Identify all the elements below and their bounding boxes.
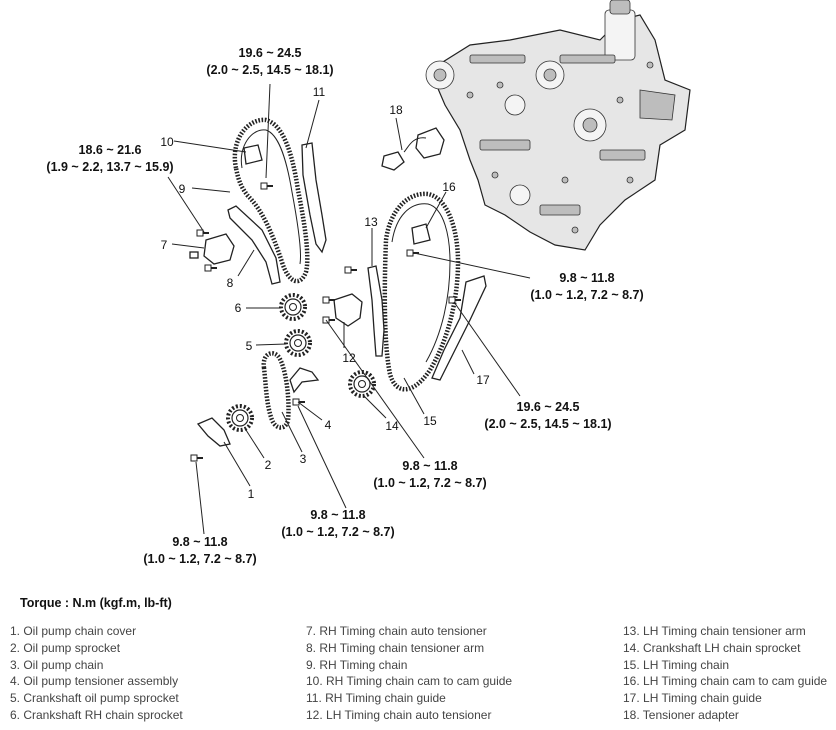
callout-2: 2 xyxy=(265,458,272,472)
legend-item: 12. LH Timing chain auto tensioner xyxy=(306,707,492,722)
legend-item: 10. RH Timing chain cam to cam guide xyxy=(306,674,513,689)
callout-10: 10 xyxy=(160,135,174,149)
rh-tensioner-pin xyxy=(189,251,199,259)
legend-item: 6. Crankshaft RH chain sprocket xyxy=(10,707,183,722)
legend-column-1: 1. Oil pump chain cover 2. Oil pump spro… xyxy=(10,623,183,724)
leader-lines xyxy=(167,83,531,535)
legend-item: 18. Tensioner adapter xyxy=(623,707,739,722)
lh-guide-bolt xyxy=(448,296,462,304)
legend-column-2: 7. RH Timing chain auto tensioner 8. RH … xyxy=(306,623,512,724)
lh-timing-chain-tensioner-arm xyxy=(367,265,385,357)
torque-lh-tensioner-arm-units: (2.0 ~ 2.5, 14.5 ~ 18.1) xyxy=(484,417,611,431)
legend-item: 17. LH Timing chain guide xyxy=(623,691,762,706)
torque-lh-guide-value: 9.8 ~ 11.8 xyxy=(559,271,614,285)
legend-item: 14. Crankshaft LH chain sprocket xyxy=(623,640,801,655)
rh-cam-to-cam-guide xyxy=(243,144,263,165)
legend-item: 2. Oil pump sprocket xyxy=(10,640,121,655)
torque-oil-pump-cover-value: 9.8 ~ 11.8 xyxy=(172,535,227,549)
oil-pump-cover-bolt xyxy=(190,454,204,462)
callout-5: 5 xyxy=(246,339,253,353)
lh-arm-bolt xyxy=(344,266,358,274)
lh-cam-to-cam-guide xyxy=(411,223,431,245)
callout-16: 16 xyxy=(442,180,456,194)
callout-6: 6 xyxy=(235,301,242,315)
oil-pump-sprocket xyxy=(226,404,254,432)
lh-auto-tensioner-bolt-lower xyxy=(322,316,336,324)
oil-pump-tensioner-assembly xyxy=(289,367,320,394)
torque-oil-pump-cover-units: (1.0 ~ 1.2, 7.2 ~ 8.7) xyxy=(143,552,256,566)
callout-1: 1 xyxy=(248,487,255,501)
oil-pump-tensioner-bolt xyxy=(292,398,306,406)
exploded-timing-diagram: 19.6 ~ 24.5 (2.0 ~ 2.5, 14.5 ~ 18.1) 18.… xyxy=(46,0,691,566)
crankshaft-rh-chain-sprocket xyxy=(279,293,307,321)
rh-timing-chain xyxy=(232,117,310,284)
torque-lh-auto-tensioner-value: 9.8 ~ 11.8 xyxy=(402,459,457,473)
torque-rh-top-units: (2.0 ~ 2.5, 14.5 ~ 18.1) xyxy=(206,63,333,77)
torque-oil-pump-tensioner-units: (1.0 ~ 1.2, 7.2 ~ 8.7) xyxy=(281,525,394,539)
legend-item: 5. Crankshaft oil pump sprocket xyxy=(10,691,179,706)
legend-item: 8. RH Timing chain tensioner arm xyxy=(306,640,485,655)
torque-rh-tensioner-units: (1.9 ~ 2.2, 13.7 ~ 15.9) xyxy=(46,160,173,174)
torque-rh-tensioner-value: 18.6 ~ 21.6 xyxy=(79,143,142,157)
callout-7: 7 xyxy=(161,238,168,252)
torque-lh-guide-units: (1.0 ~ 1.2, 7.2 ~ 8.7) xyxy=(530,288,643,302)
callout-17: 17 xyxy=(476,373,490,387)
legend-item: 1. Oil pump chain cover xyxy=(10,624,137,638)
callout-12: 12 xyxy=(342,351,356,365)
oil-pump-chain xyxy=(261,351,291,430)
legend-item: 3. Oil pump chain xyxy=(10,657,104,672)
callout-8: 8 xyxy=(227,276,234,290)
torque-rh-top-value: 19.6 ~ 24.5 xyxy=(239,46,302,60)
callout-4: 4 xyxy=(325,418,332,432)
lh-timing-chain-guide xyxy=(431,275,487,381)
torque-lh-auto-tensioner-units: (1.0 ~ 1.2, 7.2 ~ 8.7) xyxy=(373,476,486,490)
legend-item: 15. LH Timing chain xyxy=(623,657,730,672)
torque-lh-tensioner-arm-value: 19.6 ~ 24.5 xyxy=(517,400,580,414)
legend-item: 4. Oil pump tensioner assembly xyxy=(10,674,179,689)
rh-timing-chain-guide xyxy=(301,142,327,254)
oil-pump-chain-cover xyxy=(196,417,231,447)
rh-cam-guide-bolt xyxy=(260,182,274,190)
engine-block-illustration xyxy=(425,0,691,251)
legend-item: 7. RH Timing chain auto tensioner xyxy=(306,624,487,638)
legend-item: 16. LH Timing chain cam to cam guide xyxy=(623,674,828,689)
callout-18: 18 xyxy=(389,103,403,117)
lh-auto-tensioner-bolt xyxy=(322,296,336,304)
crankshaft-lh-chain-sprocket xyxy=(348,370,376,398)
callout-9: 9 xyxy=(179,182,186,196)
tensioner-adapter xyxy=(381,127,445,171)
legend-item: 11. RH Timing chain guide xyxy=(306,691,446,706)
rh-auto-tensioner xyxy=(203,233,235,265)
rh-timing-chain-tensioner-arm xyxy=(227,205,281,285)
torque-oil-pump-tensioner-value: 9.8 ~ 11.8 xyxy=(310,508,365,522)
crankshaft-oil-pump-sprocket xyxy=(284,329,312,357)
legend-column-3: 13. LH Timing chain tensioner arm 14. Cr… xyxy=(623,623,827,724)
lh-cam-guide-bolt xyxy=(406,249,420,257)
torque-units-heading: Torque : N.m (kgf.m, lb-ft) xyxy=(20,596,172,610)
callout-3: 3 xyxy=(300,452,307,466)
legend-item: 13. LH Timing chain tensioner arm xyxy=(623,624,806,638)
callout-14: 14 xyxy=(385,419,399,433)
legend-item: 9. RH Timing chain xyxy=(306,657,408,672)
lh-timing-chain xyxy=(382,191,461,392)
rh-tensioner-bolt-lower xyxy=(204,264,218,272)
lh-auto-tensioner xyxy=(333,293,363,327)
callout-13: 13 xyxy=(364,215,378,229)
callout-11: 11 xyxy=(313,85,326,99)
callout-15: 15 xyxy=(423,414,437,428)
